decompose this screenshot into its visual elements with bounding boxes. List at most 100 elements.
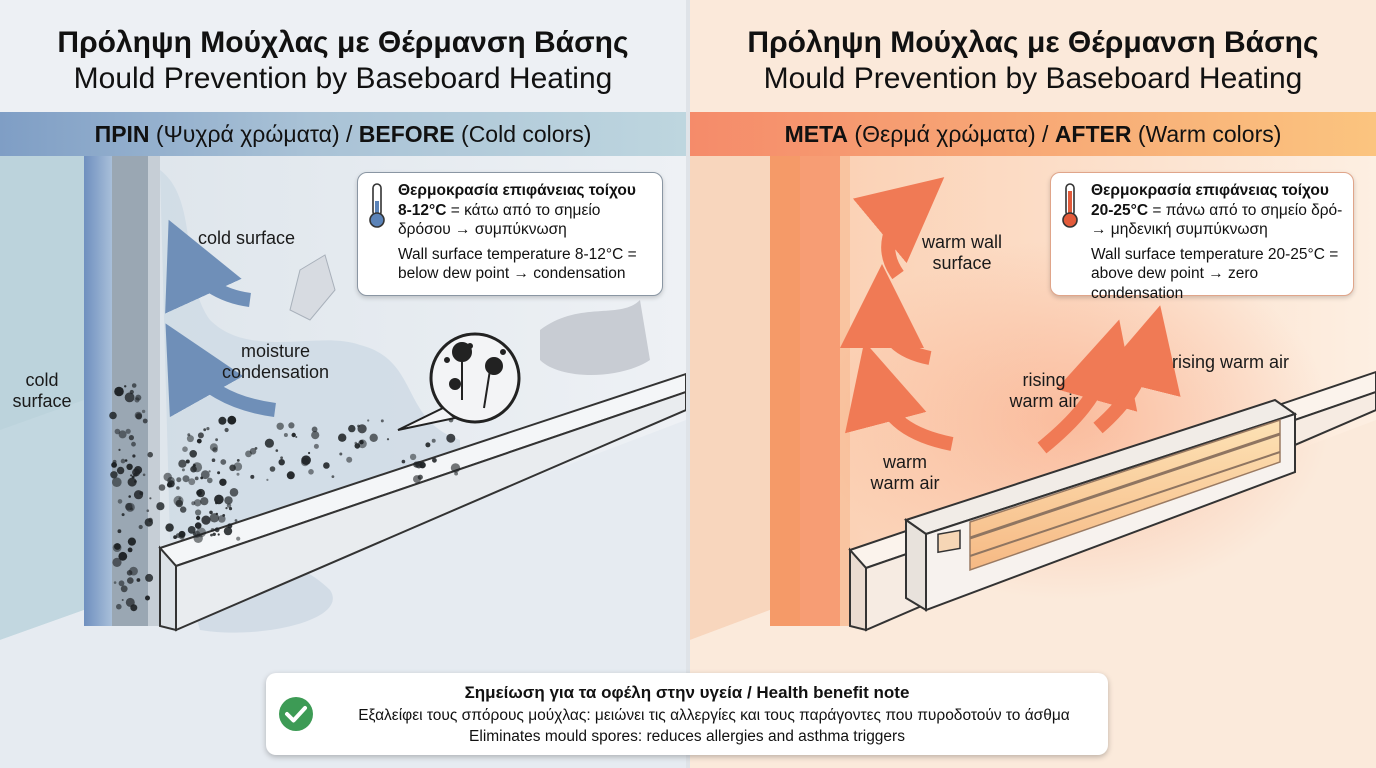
mould-spot (224, 427, 229, 433)
mould-spot (191, 501, 196, 506)
mould-spot (194, 499, 202, 507)
mould-spot (110, 471, 118, 479)
mould-spot (118, 551, 128, 561)
mould-spot (338, 433, 347, 442)
mould-growth (109, 383, 461, 612)
mould-spot (308, 469, 314, 475)
mould-spot (193, 530, 201, 538)
mould-spot (141, 409, 146, 414)
mould-spot (211, 458, 216, 463)
mould-spot (118, 580, 125, 587)
wall-corner-edge (84, 156, 112, 626)
after-band-label: ΜΕΤΑ (Θερμά χρώματα) / AFTER (Warm color… (784, 121, 1282, 147)
mould-spot (195, 509, 202, 516)
mould-spot (295, 436, 298, 438)
mould-spot (128, 435, 134, 441)
mould-spot (117, 529, 122, 534)
before-title-greek: Πρόληψη Μούχλας με Θέρμανση Βάσης (57, 26, 629, 59)
mould-spot (126, 463, 133, 470)
mould-spot (124, 392, 135, 403)
mould-spot (194, 522, 202, 529)
mould-spot (134, 411, 143, 420)
mould-spot (196, 438, 202, 444)
mould-spot (280, 456, 283, 460)
mould-spot (136, 578, 141, 582)
mould-spot (214, 494, 224, 505)
mould-spot (228, 507, 233, 511)
mould-spot (180, 506, 187, 513)
mould-spot (215, 438, 219, 442)
mould-spot (276, 422, 284, 430)
mould-spot (116, 603, 122, 610)
cold-air-arrow (165, 219, 252, 314)
mould-spot (425, 442, 431, 448)
mould-spot (125, 428, 131, 434)
mould-spot (218, 515, 226, 523)
mould-spot (139, 491, 144, 496)
mould-spot (113, 581, 117, 584)
mould-spot (417, 474, 423, 480)
health-benefit-note: Σημείωση για τα οφέλη στην υγεία / Healt… (266, 673, 1108, 755)
mould-spot (200, 470, 210, 480)
heater-thermostat-display (937, 529, 961, 554)
mould-spot (165, 523, 174, 532)
mould-spot (124, 385, 127, 388)
mould-spot (196, 489, 203, 496)
mould-spot (254, 447, 258, 450)
mould-spot (194, 476, 199, 481)
mould-spot (346, 456, 353, 463)
mould-spot (432, 457, 437, 463)
mould-spot (131, 383, 137, 388)
after-panel: Πρόληψη Μούχλας με Θέρμανση Βάσης Mould … (690, 0, 1376, 768)
mould-spot (224, 496, 233, 505)
mould-spot (301, 458, 310, 467)
mould-spot (125, 502, 135, 512)
mould-spot (127, 537, 136, 546)
mould-spot (118, 448, 121, 451)
after-title-english: Mould Prevention by Baseboard Heating (763, 62, 1303, 95)
warm-air-arrow (840, 264, 932, 365)
mould-spot (233, 462, 243, 471)
mould-spot (124, 459, 128, 462)
mould-spot (173, 535, 178, 539)
label-cold-surface-top: cold surface (198, 228, 296, 248)
mould-spot (219, 478, 227, 486)
mould-spot (130, 604, 138, 612)
mould-spot (158, 484, 166, 491)
mould-spot (118, 430, 127, 439)
mould-spot (176, 486, 180, 490)
mould-spot (181, 468, 185, 472)
mould-spot (189, 450, 197, 458)
mould-spot (121, 599, 124, 601)
mould-spot (450, 463, 461, 473)
mould-spot (225, 507, 228, 510)
mould-spot (149, 497, 152, 500)
thermometer-cold-icon (369, 183, 385, 228)
mould-spot (127, 547, 133, 553)
mould-spot (415, 461, 423, 469)
mould-spot (409, 453, 417, 461)
mould-spot (185, 459, 190, 464)
mould-spot (182, 475, 190, 483)
mould-spot (187, 433, 191, 437)
mould-spot (109, 411, 117, 420)
mould-spot (367, 419, 370, 422)
mould-spot (431, 438, 436, 443)
mould-spot (348, 424, 356, 433)
mould-spot (196, 515, 201, 521)
mould-spot (116, 466, 125, 475)
mould-spot (138, 524, 143, 530)
mould-spot (214, 527, 220, 533)
before-band: ΠΡΙΝ (Ψυχρά χρώματα) / BEFORE (Cold colo… (0, 112, 686, 156)
mould-spot (145, 595, 150, 601)
mould-spot (227, 415, 237, 425)
check-circle-icon (279, 697, 313, 731)
mould-spot (142, 418, 148, 424)
mould-spot (208, 470, 211, 473)
wall-corner-edge (770, 156, 800, 626)
mould-spot (380, 419, 384, 423)
mould-spot (117, 387, 120, 390)
mould-spot (313, 443, 319, 449)
